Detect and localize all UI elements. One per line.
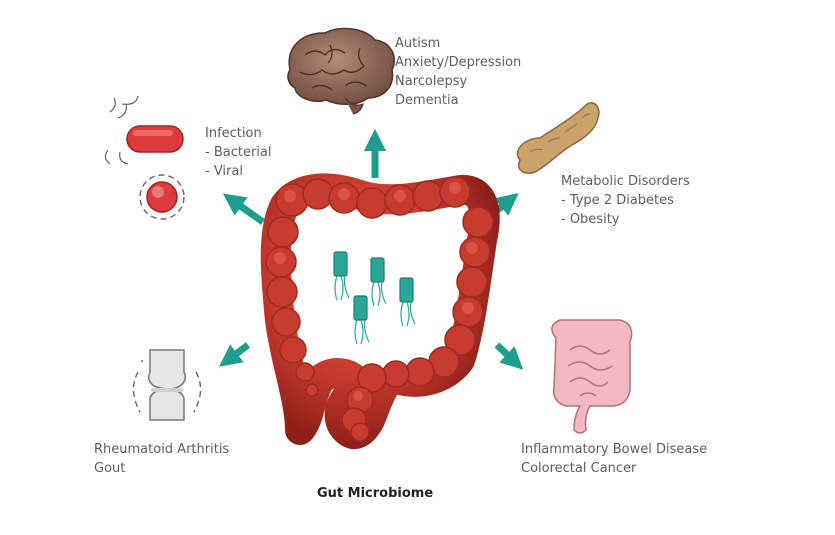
- brain-condition-dementia: Dementia: [395, 93, 459, 108]
- infection-viral: - Viral: [205, 164, 243, 179]
- metabolic-obesity: - Obesity: [561, 212, 620, 227]
- intestines-icon: [551, 319, 633, 434]
- knee-joint-icon: [132, 349, 202, 421]
- joint-ra: Rheumatoid Arthritis: [94, 442, 230, 457]
- metabolic-diabetes: - Type 2 Diabetes: [561, 193, 674, 208]
- infection-bacterial: - Bacterial: [205, 145, 272, 160]
- brain-condition-anxiety: Anxiety/Depression: [395, 55, 522, 70]
- bowel-ibd: Inflammatory Bowel Disease: [521, 442, 708, 457]
- brain-condition-narcolepsy: Narcolepsy: [395, 74, 468, 89]
- joint-gout: Gout: [94, 461, 126, 476]
- bacterium-icon: [399, 277, 416, 327]
- virus-icon: [139, 174, 185, 220]
- brain-condition-autism: Autism: [395, 36, 441, 51]
- arrow-lower-right: [494, 342, 524, 370]
- infection-title: Infection: [205, 126, 262, 141]
- bacterium-icon: [353, 295, 370, 345]
- colon-illustration: [260, 173, 500, 449]
- bacterium-icon: [333, 251, 350, 301]
- brain-conditions-label: Autism Anxiety/Depression Narcolepsy Dem…: [395, 34, 521, 110]
- bacterium-icon: [104, 95, 184, 165]
- center-caption: Gut Microbiome: [317, 486, 434, 501]
- pancreas-icon: [516, 102, 600, 174]
- metabolic-title: Metabolic Disorders: [561, 174, 690, 189]
- bacteria-group: [333, 251, 416, 345]
- metabolic-label: Metabolic Disorders - Type 2 Diabetes - …: [561, 172, 690, 229]
- bowel-conditions-label: Inflammatory Bowel Disease Colorectal Ca…: [521, 440, 707, 478]
- joint-conditions-label: Rheumatoid Arthritis Gout: [94, 440, 229, 478]
- brain-icon: [287, 27, 396, 115]
- bowel-crc: Colorectal Cancer: [521, 461, 637, 476]
- arrow-lower-left: [219, 342, 251, 367]
- arrow-upper-left: [222, 193, 266, 225]
- infection-label: Infection - Bacterial - Viral: [205, 124, 272, 181]
- bacterium-icon: [370, 257, 387, 307]
